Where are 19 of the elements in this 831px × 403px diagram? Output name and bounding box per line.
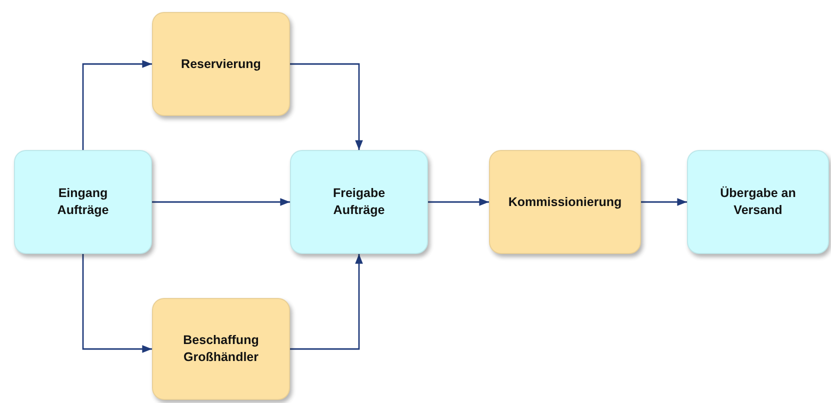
box-label: Kommissionierung [508, 194, 622, 210]
box-label: Übergabe an Versand [719, 185, 797, 219]
process-box [152, 298, 290, 400]
arrow [428, 198, 489, 206]
process-box [687, 150, 829, 254]
arrow [82, 60, 152, 150]
arrow [641, 198, 687, 206]
arrow [290, 254, 363, 350]
process-box [489, 150, 641, 254]
process-box [152, 12, 290, 116]
box-label: Eingang Aufträge [56, 185, 110, 219]
box-label: Beschaffung Großhändler [182, 332, 260, 366]
box-label: Freigabe Aufträge [332, 185, 386, 219]
box-label: Reservierung [181, 56, 261, 72]
arrow [82, 254, 152, 353]
arrow [152, 198, 290, 206]
arrow [290, 63, 363, 150]
process-box [290, 150, 428, 254]
process-box [14, 150, 152, 254]
